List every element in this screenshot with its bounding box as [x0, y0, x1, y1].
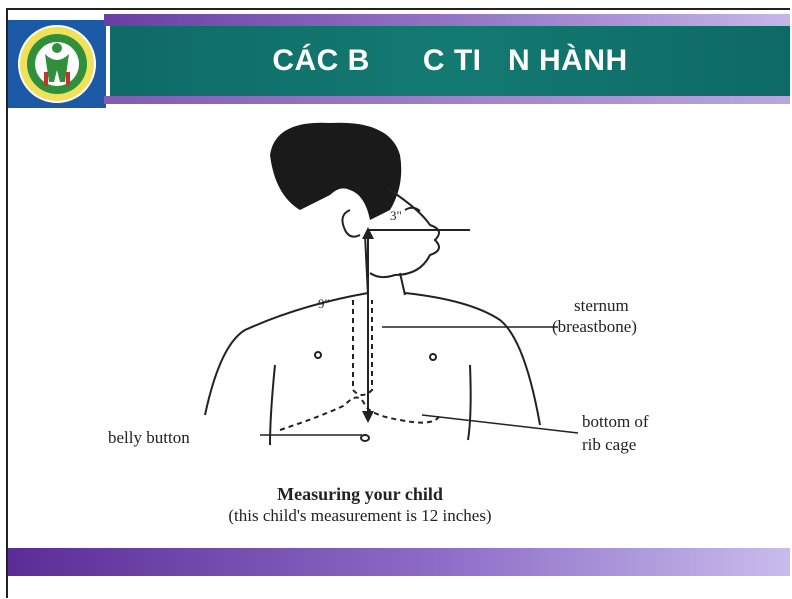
child-hair: [270, 123, 401, 220]
header-top-stripe: [104, 14, 790, 26]
child-ear: [342, 210, 360, 237]
sternum-outline: [353, 300, 372, 395]
caption-title: Measuring your child: [120, 484, 600, 505]
title-bar: CÁC B C TI N HÀNH: [110, 26, 790, 96]
chest-measure-mark: 9": [318, 296, 330, 312]
child-torso: [205, 293, 368, 415]
belly-button-label: belly button: [108, 428, 190, 448]
logo: [8, 20, 106, 108]
header-bottom-stripe: [104, 96, 790, 104]
breastbone-label: (breastbone): [552, 317, 637, 337]
rib-cage-outline: [280, 398, 440, 431]
sternum-label: sternum: [574, 296, 629, 316]
rib-cage-label: rib cage: [582, 435, 636, 455]
rib-cage-leader-line: [422, 415, 578, 433]
logo-emblem-icon: [8, 20, 106, 108]
caption-subtitle: (this child's measurement is 12 inches): [120, 506, 600, 526]
footer-bar: [8, 548, 790, 576]
page-title: CÁC B C TI N HÀNH: [272, 44, 627, 78]
bottom-of-label: bottom of: [582, 412, 649, 432]
chin-measure-mark: 3": [390, 208, 402, 224]
